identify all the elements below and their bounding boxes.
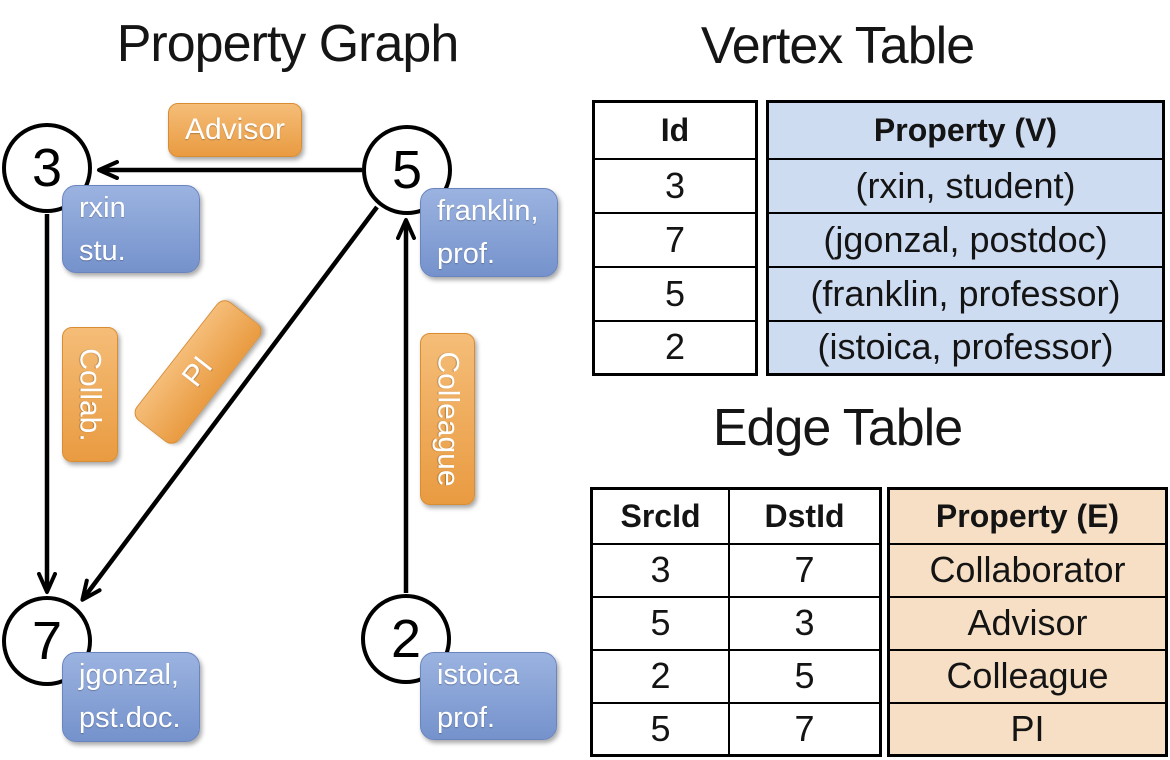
edge-label-advisor: Advisor (168, 103, 302, 157)
vertex-property-line: pst.doc. (79, 702, 181, 734)
graph-edges (37, 160, 416, 602)
vertex-table-property-column: Property (V) (rxin, student) (jgonzal, p… (766, 100, 1165, 376)
vertex-table-cell-property: (rxin, student) (766, 157, 1165, 214)
edge-line-pi (80, 205, 379, 602)
edge-table-header-property: Property (E) (887, 487, 1168, 545)
node-id-label: 5 (391, 140, 423, 200)
node-id-label: 7 (31, 611, 63, 671)
vertex-table-header-id: Id (592, 100, 758, 160)
edge-table-cell-dst: 5 (728, 648, 882, 704)
edge-table-cell-property: Colleague (887, 648, 1168, 704)
vertex-table-title: Vertex Table (700, 17, 975, 75)
vertex-table-cell-id: 3 (592, 157, 758, 214)
edge-table-title: Edge Table (712, 399, 963, 457)
vertex-table-cell-property: (istoica, professor) (766, 319, 1165, 376)
vertex-table-cell-id: 7 (592, 211, 758, 268)
edge-label-text: PI (175, 350, 220, 394)
edge-label-collab: Collab. (62, 327, 118, 462)
edge-table-cell-src: 5 (590, 701, 730, 757)
edge-label-colleague: Colleague (420, 333, 475, 505)
edge-table-cell-dst: 7 (728, 542, 882, 598)
vertex-property-line: franklin, (437, 195, 539, 227)
vertex-property-box-franklin: franklin, prof. (420, 188, 558, 277)
vertex-property-box-rxin: rxin stu. (62, 185, 200, 273)
vertex-table-cell-property: (jgonzal, postdoc) (766, 211, 1165, 268)
vertex-property-line: stu. (79, 235, 126, 267)
vertex-property-line: rxin (79, 192, 126, 224)
edge-label-text: Advisor (184, 113, 286, 146)
edge-table-property-column: Property (E) Collaborator Advisor Collea… (887, 487, 1168, 757)
vertex-property-box-jgonzal: jgonzal, pst.doc. (62, 652, 200, 742)
vertex-property-box-istoica: istoica prof. (420, 652, 557, 740)
node-circle-5: 5 (362, 125, 452, 215)
edge-table-cell-src: 2 (590, 648, 730, 704)
vertex-table-cell-id: 2 (592, 319, 758, 376)
property-graph-title: Property Graph (116, 15, 460, 73)
edge-table-cell-property: Collaborator (887, 542, 1168, 598)
edge-table-cell-dst: 3 (728, 595, 882, 651)
node-id-label: 2 (390, 609, 422, 669)
node-id-label: 3 (31, 138, 63, 198)
vertex-property-line: prof. (437, 238, 496, 270)
node-circle-2: 2 (361, 594, 451, 684)
edge-table-header-srcid: SrcId (590, 487, 730, 545)
edge-label-text: Colleague (431, 351, 465, 487)
edge-table-id-columns: SrcId DstId 3 7 5 3 2 5 5 7 (590, 487, 882, 757)
vertex-table-cell-id: 5 (592, 265, 758, 322)
vertex-property-line: jgonzal, (79, 659, 179, 691)
edge-table-cell-src: 3 (590, 542, 730, 598)
edge-label-text: Collab. (74, 347, 108, 442)
vertex-property-line: istoica (437, 659, 520, 691)
vertex-property-line: prof. (437, 702, 496, 734)
edge-table-header-dstid: DstId (728, 487, 882, 545)
vertex-table-id-column: Id 3 7 5 2 (592, 100, 758, 376)
vertex-table-cell-property: (franklin, professor) (766, 265, 1165, 322)
edge-table-cell-dst: 7 (728, 701, 882, 757)
vertex-table-header-property: Property (V) (766, 100, 1165, 160)
edge-table-cell-src: 5 (590, 595, 730, 651)
edge-table-cell-property: Advisor (887, 595, 1168, 651)
edge-table-cell-property: PI (887, 701, 1168, 757)
